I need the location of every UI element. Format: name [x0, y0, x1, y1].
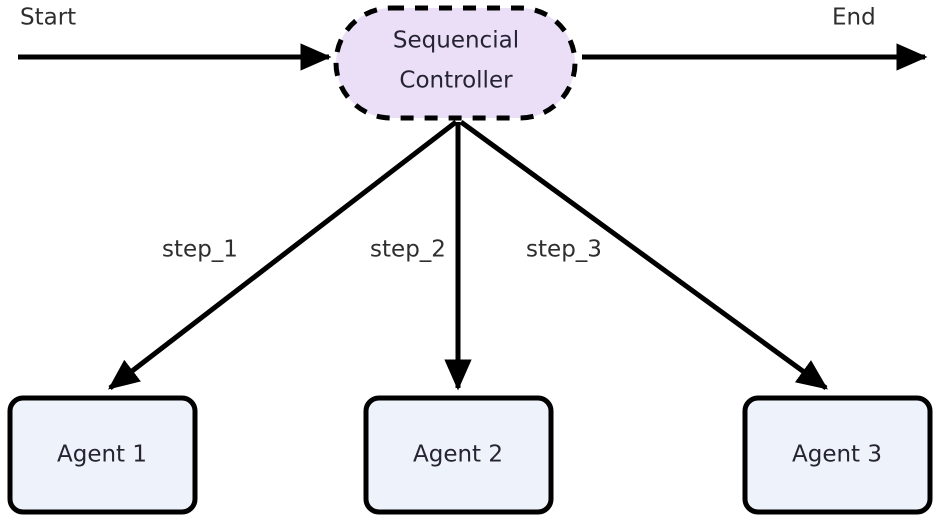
end-label: End [832, 5, 876, 31]
edge-label-step-2: step_2 [370, 237, 446, 263]
node-agent-3[interactable] [742, 395, 933, 515]
node-agent-1[interactable] [7, 395, 198, 515]
agent-2-label: Agent 2 [413, 442, 503, 468]
start-label: Start [20, 5, 76, 31]
agent-3-label: Agent 3 [792, 442, 882, 468]
edge-label-step-1: step_1 [162, 237, 238, 263]
edge-label-step-3: step_3 [526, 237, 602, 263]
node-sequencial-controller[interactable] [333, 5, 578, 121]
edge-controller-to-agent-1 [108, 120, 458, 390]
controller-label-line-2: Controller [399, 68, 513, 94]
controller-label-line-1: Sequencial [393, 28, 519, 54]
node-agent-2[interactable] [363, 395, 554, 515]
agent-1-label: Agent 1 [57, 442, 147, 468]
edge-controller-to-agent-3 [459, 119, 829, 391]
